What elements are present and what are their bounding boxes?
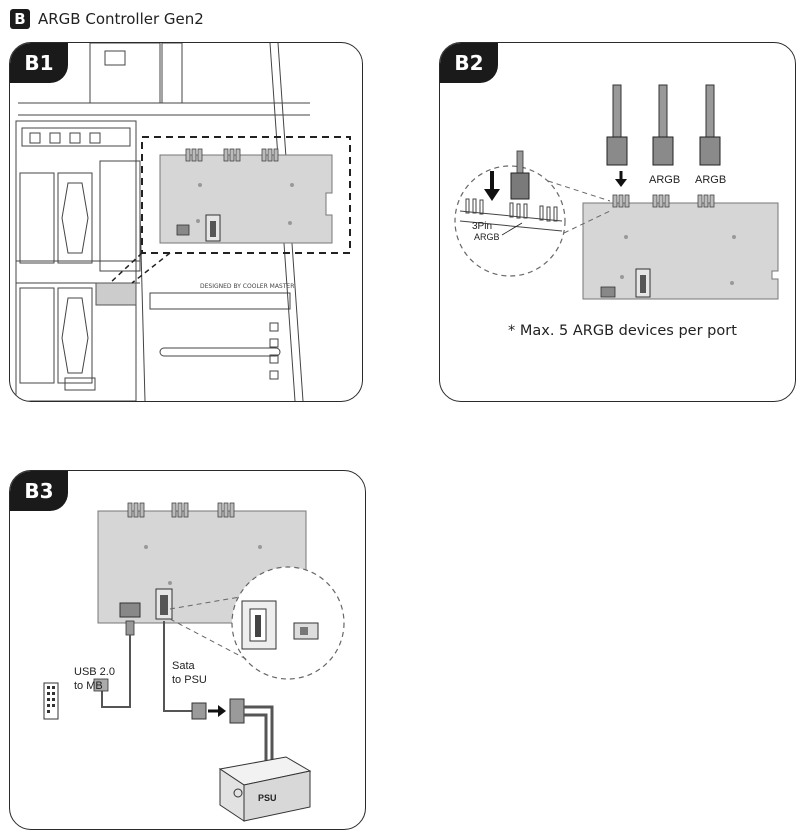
panel-b2: B2 ARGB ARGB (439, 42, 796, 402)
b3-usb-label-1: USB 2.0 (74, 666, 115, 678)
section-title: ARGB Controller Gen2 (38, 10, 204, 28)
b2-port-label-1: ARGB (649, 174, 680, 186)
b2-arrow-icon (615, 179, 627, 187)
panel-b3: B3 USB 2.0 to MB (9, 470, 366, 830)
section-header: B ARGB Controller Gen2 (10, 8, 204, 30)
b2-port-label-2: ARGB (695, 174, 726, 186)
psu-icon (218, 756, 312, 822)
b2-pin-label-1: 3Pin (472, 221, 492, 232)
b2-zoom-arrow-icon (484, 189, 500, 201)
b3-sata-label-2: to PSU (172, 674, 207, 686)
b3-arrow-icon (218, 705, 226, 717)
b1-chassis-text: DESIGNED BY COOLER MASTER (200, 283, 294, 290)
b3-sata-label-1: Sata (172, 660, 196, 672)
b2-note: * Max. 5 ARGB devices per port (508, 323, 737, 339)
b3-illustration: USB 2.0 to MB Sata to PSU (43, 502, 345, 822)
b2-illustration: ARGB ARGB 3Pin ARGB (454, 84, 779, 300)
panel-b1: B1 (9, 42, 363, 402)
b2-pin-label-2: ARGB (474, 232, 500, 242)
b3-usb-label-2: to MB (74, 680, 103, 692)
b3-psu-label: PSU (258, 793, 277, 803)
panel-b2-tag: B2 (440, 43, 498, 83)
motherboard-header-icon (43, 682, 59, 720)
b1-case-illustration: DESIGNED BY COOLER MASTER (15, 43, 351, 401)
panel-b1-tag: B1 (10, 43, 68, 83)
section-badge: B (10, 9, 30, 29)
panel-b3-tag: B3 (10, 471, 68, 511)
